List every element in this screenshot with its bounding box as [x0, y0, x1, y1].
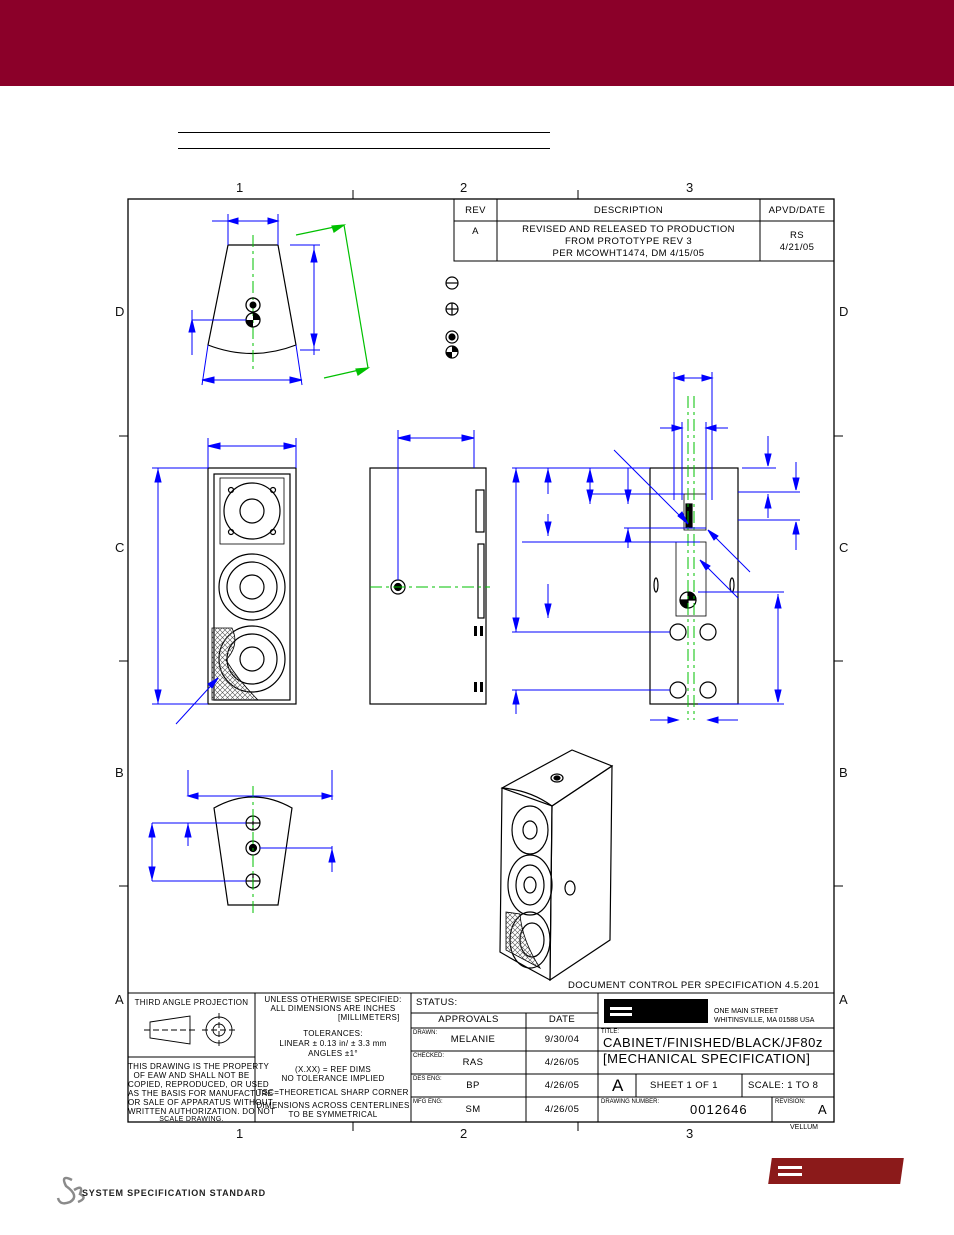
s3-footer-mark	[56, 1176, 85, 1205]
eaw-footer-logo	[768, 1158, 904, 1184]
top-view	[188, 214, 371, 386]
title-line-1: CABINET/FINISHED/BLACK/JF80z	[603, 1035, 823, 1050]
mfg-eng-role: MFG ENG:	[413, 1099, 443, 1105]
zone-ticks	[119, 190, 843, 1131]
drawing-scale: SCALE: 1 TO 8	[748, 1080, 819, 1091]
zone-row-b-left: B	[115, 765, 124, 780]
property-note-6: WRITTEN AUTHORIZATION. DO NOT	[128, 1107, 276, 1116]
symmetry-note-1: DIMENSIONS ACROSS CENTERLINES	[256, 1101, 410, 1110]
status-label: STATUS:	[416, 997, 458, 1008]
rev-header: REV	[465, 205, 486, 216]
projection-symbol	[144, 1013, 236, 1047]
checked-name: RAS	[462, 1057, 484, 1068]
document-control-note: DOCUMENT CONTROL PER SPECIFICATION 4.5.2…	[568, 980, 820, 991]
symbol-legend	[445, 276, 459, 359]
title-line-2: [MECHANICAL SPECIFICATION]	[603, 1051, 811, 1066]
zone-col-1-bottom: 1	[236, 1126, 244, 1141]
front-view	[207, 467, 297, 705]
rev-description-line1: REVISED AND RELEASED TO PRODUCTION	[522, 224, 735, 235]
apvd-header: APVD/DATE	[768, 205, 826, 216]
property-note-4: AS THE BASIS FOR MANUFACTURE	[128, 1089, 274, 1098]
drawing-number-label: DRAWING NUMBER:	[601, 1099, 660, 1105]
isometric-view	[499, 749, 614, 982]
ref-dims-2: NO TOLERANCE IMPLIED	[281, 1074, 385, 1083]
rev-description-line3: PER MCOWHT1474, DM 4/15/05	[552, 248, 705, 259]
projection-label: THIRD ANGLE PROJECTION	[134, 998, 249, 1007]
sheet-size: A	[612, 1076, 624, 1095]
unless-specified-2: ALL DIMENSIONS ARE INCHES	[270, 1004, 396, 1013]
property-note-5: OR SALE OF APPARATUS WITHOUT	[128, 1098, 274, 1107]
mfg-eng-date: 4/26/05	[544, 1104, 580, 1115]
zone-col-1-top: 1	[236, 180, 244, 195]
zone-col-3-bottom: 3	[686, 1126, 694, 1141]
revision-label: REVISION:	[775, 1099, 806, 1105]
header-banner	[0, 0, 954, 86]
property-note-3: COPIED, REPRODUCED, OR USED	[128, 1080, 270, 1089]
company-address-2: WHITINSVILLE, MA 01588 USA	[714, 1017, 815, 1024]
zone-row-a-right: A	[839, 992, 848, 1007]
checked-role: CHECKED:	[413, 1053, 445, 1059]
title-label: TITLE:	[601, 1029, 620, 1035]
revision-block	[453, 198, 835, 262]
drawing-number: 0012646	[690, 1102, 748, 1117]
rear-view-dims	[512, 372, 800, 724]
front-view-dims	[152, 438, 297, 725]
drawn-name: MELANIE	[450, 1034, 496, 1045]
sheet-number: SHEET 1 OF 1	[650, 1080, 718, 1091]
zone-row-d-left: D	[115, 304, 125, 319]
mfg-eng-name: SM	[465, 1104, 481, 1115]
revision-value: A	[818, 1102, 827, 1117]
zone-row-c-left: C	[115, 540, 125, 555]
property-note-7: SCALE DRAWING.	[159, 1116, 224, 1123]
rev-value: A	[472, 226, 479, 237]
side-view	[369, 467, 487, 705]
unless-specified-3: [MILLIMETERS]	[338, 1013, 400, 1022]
title-underline-1	[178, 132, 550, 133]
description-header: DESCRIPTION	[593, 205, 664, 216]
tsc-note: TSC=THEORETICAL SHARP CORNER	[257, 1088, 409, 1097]
rev-description-line2: FROM PROTOTYPE REV 3	[564, 236, 693, 247]
des-eng-name: BP	[466, 1080, 480, 1091]
property-note-1: THIS DRAWING IS THE PROPERTY	[128, 1062, 270, 1071]
title-underline-2	[178, 148, 550, 149]
zone-col-3-top: 3	[686, 180, 694, 195]
drawn-date: 9/30/04	[544, 1034, 580, 1045]
zone-col-2-top: 2	[460, 180, 468, 195]
tolerances-title: TOLERANCES:	[303, 1029, 363, 1038]
rev-approval-date: 4/21/05	[779, 242, 815, 253]
ref-dims-1: (X.XX) = REF DIMS	[295, 1065, 371, 1074]
des-eng-role: DES ENG:	[413, 1076, 442, 1082]
drawn-role: DRAWN:	[413, 1030, 438, 1036]
title-block-grid	[128, 992, 834, 1122]
zone-row-d-right: D	[839, 304, 849, 319]
zone-row-a-left: A	[115, 992, 124, 1007]
des-eng-date: 4/26/05	[544, 1080, 580, 1091]
vellum-label: VELLUM	[790, 1124, 819, 1131]
date-label: DATE	[548, 1014, 576, 1025]
property-note-2: OF EAW AND SHALL NOT BE	[133, 1071, 250, 1080]
zone-col-2-bottom: 2	[460, 1126, 468, 1141]
rev-approver: RS	[790, 230, 804, 241]
bottom-view-dims	[148, 770, 336, 882]
tolerances-linear: LINEAR ± 0.13 in/ ± 3.3 mm	[279, 1039, 387, 1048]
zone-row-b-right: B	[839, 765, 848, 780]
approvals-label: APPROVALS	[438, 1014, 499, 1025]
checked-date: 4/26/05	[544, 1057, 580, 1068]
unless-specified-1: UNLESS OTHERWISE SPECIFIED:	[264, 995, 402, 1004]
footer-standard-text: SYSTEM SPECIFICATION STANDARD	[82, 1188, 266, 1198]
eaw-logo-mark	[604, 999, 708, 1023]
zone-row-c-right: C	[839, 540, 849, 555]
side-view-dims	[397, 430, 475, 580]
tolerances-angles: ANGLES ±1°	[308, 1049, 358, 1058]
company-address-1: ONE MAIN STREET	[714, 1008, 779, 1015]
symmetry-note-2: TO BE SYMMETRICAL	[288, 1110, 378, 1119]
